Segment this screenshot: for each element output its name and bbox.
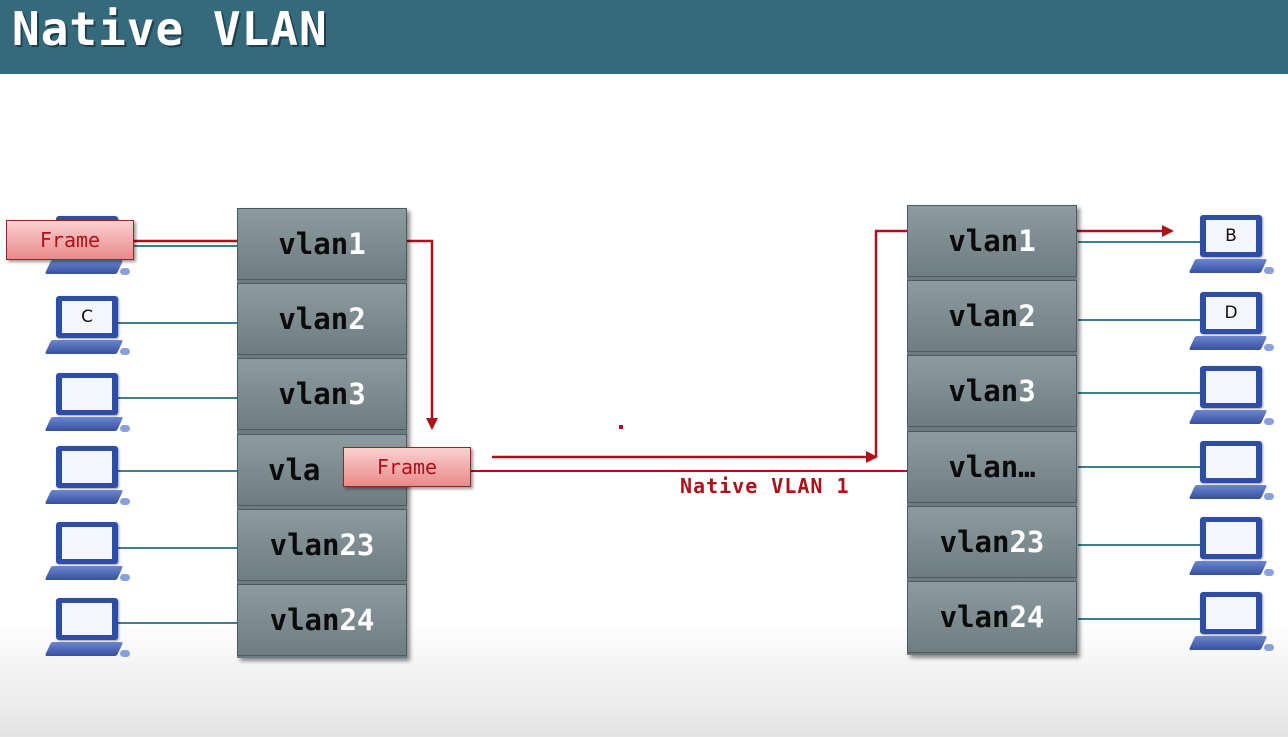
computer-icon bbox=[56, 373, 118, 415]
right-host-5 bbox=[1188, 517, 1274, 583]
title-bar: Native VLAN bbox=[0, 0, 1288, 74]
left-host-3 bbox=[44, 373, 130, 439]
right-host-6 bbox=[1188, 592, 1274, 658]
computer-icon: C bbox=[56, 296, 118, 338]
native-vlan-label: Native VLAN 1 bbox=[680, 474, 850, 498]
right-host-d: D bbox=[1188, 292, 1274, 358]
right-host-b: B bbox=[1188, 215, 1274, 281]
left-host-4 bbox=[44, 446, 130, 512]
stray-dot bbox=[619, 425, 623, 429]
computer-icon bbox=[56, 522, 118, 564]
computer-icon bbox=[1200, 517, 1262, 559]
left-host-5 bbox=[44, 522, 130, 588]
right-host-3 bbox=[1188, 366, 1274, 432]
left-host-c: C bbox=[44, 296, 130, 362]
left-host-6 bbox=[44, 598, 130, 664]
frame-path-left bbox=[134, 239, 438, 430]
right-host-4 bbox=[1188, 441, 1274, 507]
frame-label-trunk: Frame bbox=[343, 447, 471, 487]
computer-icon bbox=[1200, 441, 1262, 483]
frame-label-source: Frame bbox=[6, 220, 134, 260]
computer-icon bbox=[1200, 592, 1262, 634]
computer-icon: D bbox=[1200, 292, 1262, 334]
computer-icon bbox=[1200, 366, 1262, 408]
right-switch-port-vlan-x: vlan… bbox=[907, 431, 1077, 503]
page-title: Native VLAN bbox=[12, 2, 328, 56]
computer-icon: B bbox=[1200, 215, 1262, 257]
computer-icon bbox=[56, 446, 118, 488]
computer-icon bbox=[56, 598, 118, 640]
